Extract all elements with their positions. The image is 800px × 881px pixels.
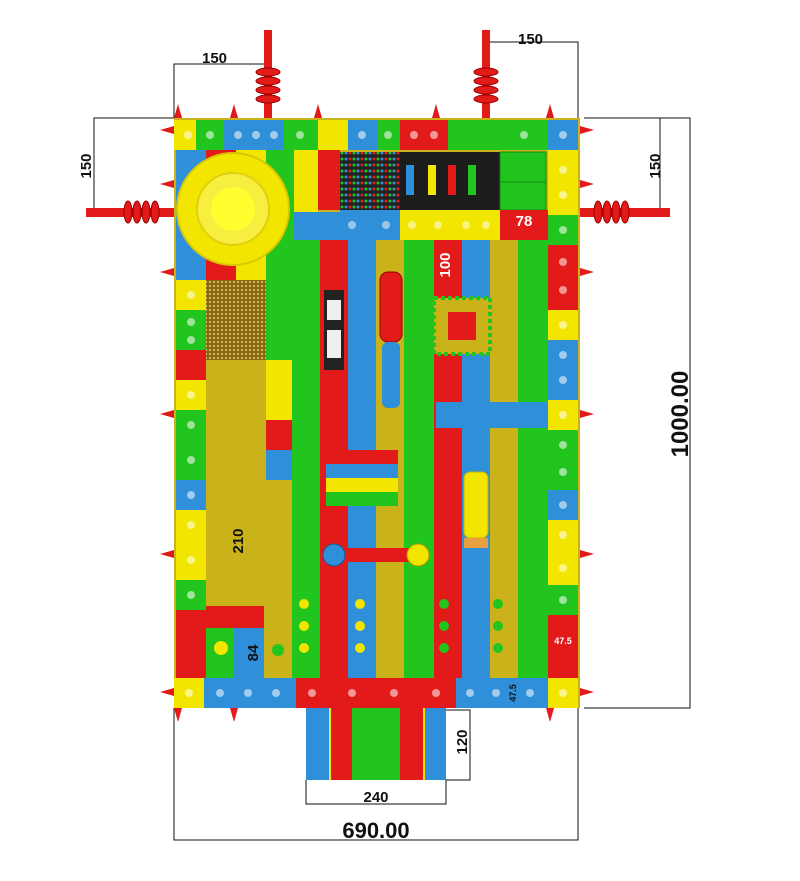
dim-wall-thickness-a: 47.5	[554, 636, 572, 646]
dim-top-right: 150	[518, 31, 543, 48]
square-obstacle	[432, 296, 492, 356]
dim-wall-thickness-b: 47.5	[508, 684, 518, 702]
roller-obstacle	[463, 471, 489, 548]
dim-left: 150	[78, 153, 95, 178]
dim-pool-length: 210	[230, 528, 247, 553]
dim-box-size: 84	[245, 644, 262, 661]
exit-slide	[306, 708, 446, 780]
rack-platform	[294, 210, 548, 240]
blower-tube-top-right	[473, 30, 499, 122]
dim-tunnel-width: 100	[437, 252, 454, 277]
dim-overall-length: 1000.00	[667, 371, 694, 458]
dim-slide-width: 240	[363, 789, 388, 806]
top-left-climb-area	[176, 150, 340, 280]
dim-overall-width: 690.00	[342, 818, 409, 843]
dim-platform-depth: 78	[516, 213, 533, 230]
top-obstacle-rack	[340, 151, 547, 211]
left-column	[206, 280, 292, 606]
stacked-block	[326, 450, 398, 506]
bottom-left-box	[206, 606, 284, 678]
dimension-lines	[93, 41, 691, 841]
blower-tube-left	[86, 200, 178, 224]
right-wall	[548, 150, 578, 678]
dim-right: 150	[647, 153, 664, 178]
brick-studs	[184, 131, 567, 697]
crossing-beam	[436, 402, 548, 428]
dimension-labels: 150 150 150 150 1000.00 690.00 120 240 2…	[78, 31, 694, 843]
dim-top-left: 150	[202, 50, 227, 67]
blower-tube-right	[578, 200, 670, 224]
blower-tube-top-left	[255, 30, 281, 122]
pole-obstacles	[324, 271, 403, 408]
ball-bar	[322, 543, 430, 567]
dim-slide-length: 120	[454, 729, 471, 754]
anchor-spikes	[160, 104, 594, 722]
pop-up-cones	[299, 599, 503, 653]
